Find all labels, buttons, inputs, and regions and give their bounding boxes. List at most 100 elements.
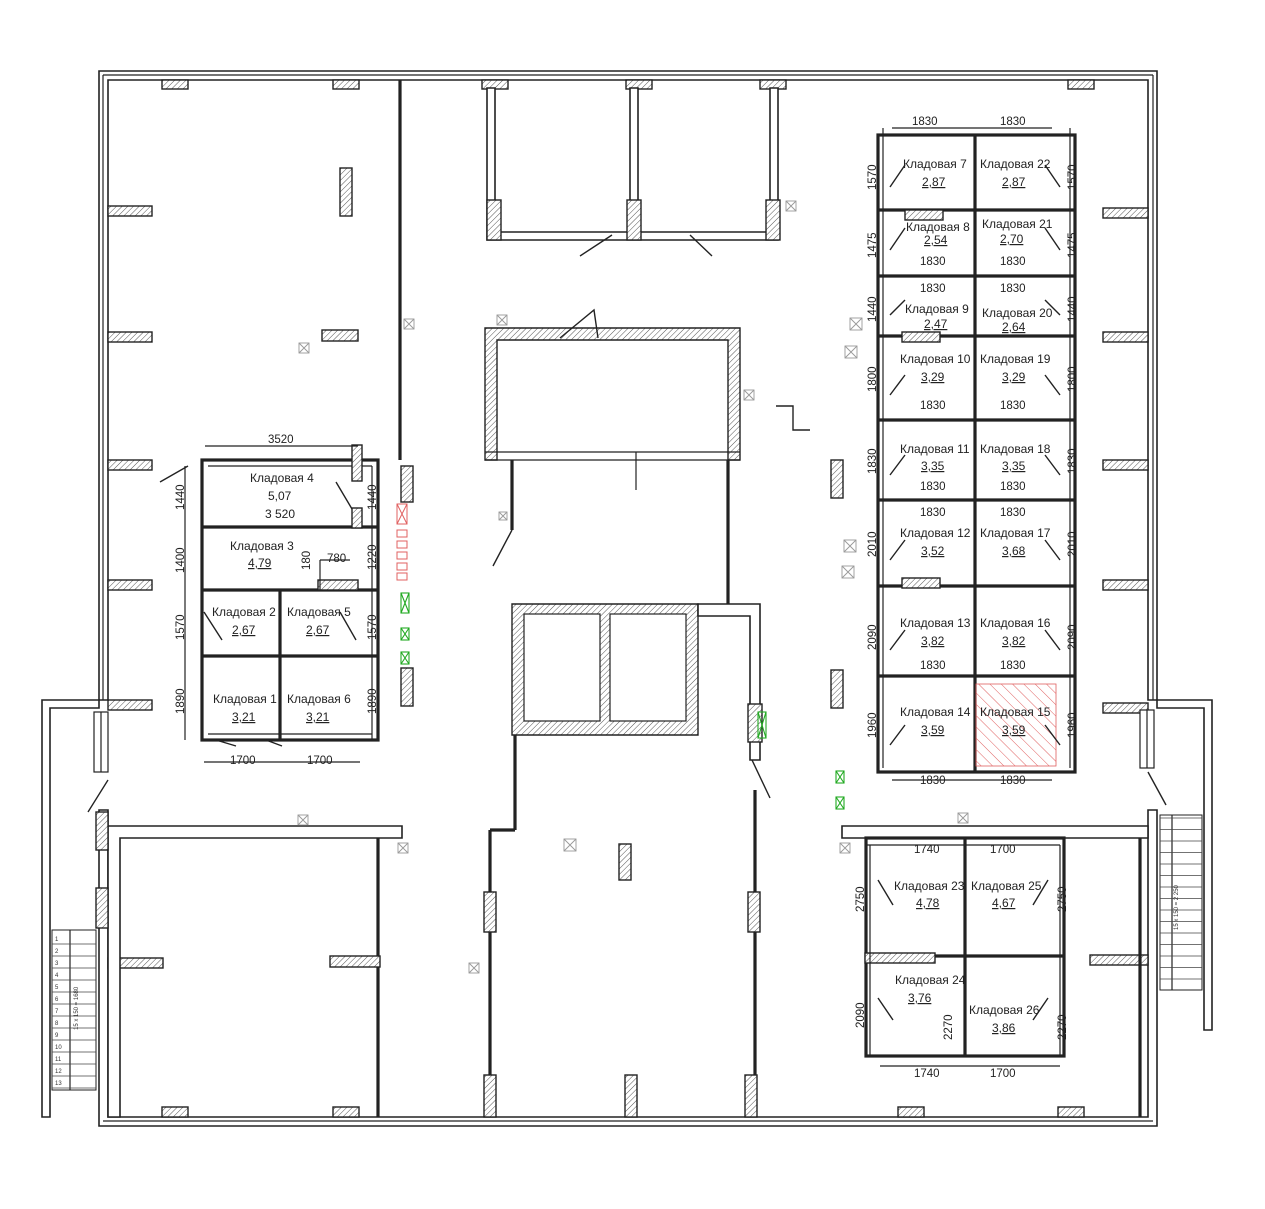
dim-1440-r1: 1440: [867, 296, 879, 322]
room-24-label: Кладовая 24: [895, 973, 966, 987]
room-6-area: 3,21: [306, 710, 330, 724]
dim-2090-r2: 2090: [1067, 624, 1079, 650]
room-8-label: Кладовая 8: [906, 220, 970, 234]
dim-1570-left: 1570: [175, 614, 187, 640]
dim-1830-t2: 1830: [1000, 116, 1026, 128]
dim-1830-c1: 1830: [920, 400, 946, 412]
room-4-extra: 3 520: [265, 507, 295, 521]
stair-step-number: 10: [55, 1045, 62, 1051]
room-2-area: 2,67: [232, 623, 256, 637]
dim-1475-r2: 1475: [1067, 232, 1079, 258]
stair-step-number: 11: [55, 1057, 62, 1063]
room-labels: Кладовая 4 5,07 3 520 Кладовая 3 4,79 Кл…: [212, 157, 1053, 1035]
room-7-area: 2,87: [922, 175, 946, 189]
dim-1830-a1: 1830: [920, 256, 946, 268]
fixture-marks: [297, 200, 969, 974]
room-23-label: Кладовая 23: [894, 879, 965, 893]
room-10-label: Кладовая 10: [900, 352, 971, 366]
dim-2010-r1: 2010: [867, 531, 879, 557]
dim-1830-b1: 1830: [920, 283, 946, 295]
room-7-label: Кладовая 7: [903, 157, 967, 171]
dim-1440-left: 1440: [175, 484, 187, 510]
interior-walls: [95, 80, 1149, 1118]
dim-1830-f2: 1830: [1000, 660, 1026, 672]
room-12-area: 3,52: [921, 544, 945, 558]
room-5-label: Кладовая 5: [287, 605, 351, 619]
room-6-label: Кладовая 6: [287, 692, 351, 706]
room-16-label: Кладовая 16: [980, 616, 1051, 630]
dim-1830-a2: 1830: [1000, 256, 1026, 268]
outer-walls: [41, 70, 1213, 1127]
dim-1830-e1: 1830: [920, 507, 946, 519]
dim-1830-f1: 1830: [920, 660, 946, 672]
room-25-label: Кладовая 25: [971, 879, 1042, 893]
room-11-area: 3,35: [921, 459, 945, 473]
room-4-area: 5,07: [268, 489, 292, 503]
room-24-area: 3,76: [908, 991, 932, 1005]
dim-1800-r2: 1800: [1067, 366, 1079, 392]
dim-1960-r1: 1960: [867, 712, 879, 738]
dim-2090-r1: 2090: [867, 624, 879, 650]
stair-left-label: 15 x 150 = 1680: [74, 986, 80, 1030]
dim-1830-t1: 1830: [912, 116, 938, 128]
dim-3520: 3520: [268, 434, 294, 446]
dim-1830-g2: 1830: [1000, 775, 1026, 787]
dim-1700-top: 1700: [990, 844, 1016, 856]
room-9-area: 2,47: [924, 317, 948, 331]
dim-180: 180: [301, 551, 313, 570]
room-26-label: Кладовая 26: [969, 1003, 1040, 1017]
dim-1830-e2: 1830: [1000, 507, 1026, 519]
room-14-label: Кладовая 14: [900, 705, 971, 719]
room-19-area: 3,29: [1002, 370, 1026, 384]
room-15-label: Кладовая 15: [980, 705, 1051, 719]
stair-step-number: 6: [55, 997, 59, 1003]
room-11-label: Кладовая 11: [900, 442, 970, 456]
stair-step-number: 7: [55, 1009, 59, 1015]
dim-1700-bot: 1700: [990, 1068, 1016, 1080]
dim-1960-r2: 1960: [1067, 712, 1079, 738]
dim-1800-r1: 1800: [867, 366, 879, 392]
room-10-area: 3,29: [921, 370, 945, 384]
stair-step-number: 3: [55, 961, 59, 967]
storage-block-left: [200, 444, 380, 747]
room-16-area: 3,82: [1002, 634, 1026, 648]
room-23-area: 4,78: [916, 896, 940, 910]
entrances: [87, 234, 1167, 813]
room-14-area: 3,59: [921, 723, 945, 737]
dim-2010-r2: 2010: [1067, 531, 1079, 557]
room-1-area: 3,21: [232, 710, 256, 724]
dim-1700-a: 1700: [230, 755, 256, 767]
dim-1440-r2: 1440: [1067, 296, 1079, 322]
storage-block-right: [876, 127, 1077, 781]
dim-1440-right: 1440: [367, 484, 379, 510]
dim-780: 780: [327, 553, 346, 565]
room-21-label: Кладовая 21: [982, 217, 1053, 231]
stair-step-number: 4: [55, 973, 59, 979]
room-18-area: 3,35: [1002, 459, 1026, 473]
dim-1400: 1400: [175, 547, 187, 573]
dim-1890-left: 1890: [175, 688, 187, 714]
room-3-label: Кладовая 3: [230, 539, 294, 553]
room-1-label: Кладовая 1: [213, 692, 277, 706]
stair-step-number: 8: [55, 1021, 59, 1027]
dim-2750-r: 2750: [1057, 886, 1069, 912]
dim-1740-top: 1740: [914, 844, 940, 856]
dim-2270-r: 2270: [1057, 1014, 1069, 1040]
dim-1570-r2: 1570: [1067, 164, 1079, 190]
room-18-label: Кладовая 18: [980, 442, 1051, 456]
room-22-label: Кладовая 22: [980, 157, 1051, 171]
dim-1700-b: 1700: [307, 755, 333, 767]
stair-step-number: 2: [55, 949, 59, 955]
dim-1830-c2: 1830: [1000, 400, 1026, 412]
dim-1570-right: 1570: [367, 614, 379, 640]
dim-1830-b2: 1830: [1000, 283, 1026, 295]
room-13-area: 3,82: [921, 634, 945, 648]
storage-block-lower: [864, 836, 1066, 1067]
room-19-label: Кладовая 19: [980, 352, 1051, 366]
room-21-area: 2,70: [1000, 232, 1024, 246]
dim-1830-d2: 1830: [1000, 481, 1026, 493]
stair-step-number: 13: [55, 1081, 62, 1087]
room-4-label: Кладовая 4: [250, 471, 314, 485]
room-8-area: 2,54: [924, 233, 948, 247]
